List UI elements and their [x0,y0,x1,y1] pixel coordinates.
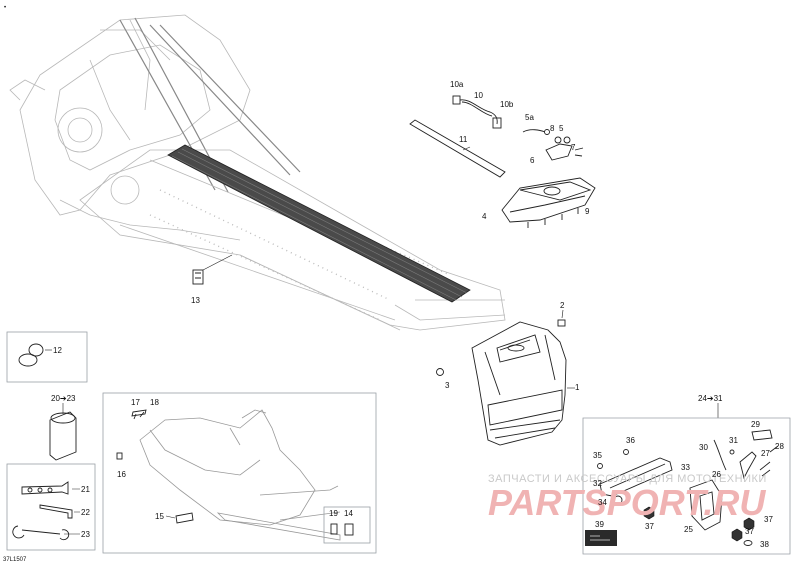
callout-26: 26 [712,470,721,479]
figure-code: 37L1507 [3,557,27,563]
watermark: ЗАПЧАСТИ И АКСЕССУАРЫ ДЛЯ МОТОТЕХНИКИ PA… [488,473,767,523]
callout-12: 12 [53,346,62,355]
callout-13: 13 [191,296,200,305]
callout-39: 39 [595,520,604,529]
callout-5a: 5a [525,113,534,122]
callout-36: 36 [626,436,635,445]
watermark-caption: ЗАПЧАСТИ И АКСЕССУАРЫ ДЛЯ МОТОТЕХНИКИ [488,473,767,485]
callout-10a: 10a [450,80,464,89]
callout-34: 34 [598,498,607,507]
chassis-frame-illustration [9,14,506,331]
rear-snowflap: SKI-DOO [436,309,575,446]
box-tools-20-23 [6,403,96,551]
callout-21: 21 [81,485,90,494]
callout-32: 32 [593,479,602,488]
callout-19: 19 [329,509,338,518]
callout-25: 25 [684,525,693,534]
callout-28: 28 [775,442,784,451]
box-sled-overview [102,392,377,554]
callout-18: 18 [150,398,159,407]
callout-37b: 37 [645,522,654,531]
watermark-logo: PARTSPORT.RU [488,482,766,523]
running-board-strip [167,144,471,303]
callout-3: 3 [445,381,450,390]
callout-22: 22 [81,508,90,517]
callout-23: 23 [81,530,90,539]
callout-5: 5 [559,124,564,133]
taillight-assembly [409,95,596,228]
callout-16: 16 [117,470,126,479]
callout-20-23: 20➔23 [51,394,76,403]
callout-15: 15 [155,512,164,521]
corner-mark: • [4,5,6,11]
rear-flap-logo: SKI-DOO [502,402,546,422]
callout-10b: 10b [500,100,514,109]
box-item-12 [6,331,88,383]
callout-4: 4 [482,212,487,221]
callout-37a: 37 [764,515,773,524]
callout-38: 38 [760,540,769,549]
callout-6: 6 [530,156,535,165]
callout-9: 9 [585,207,590,216]
callout-37c: 37 [745,527,754,536]
callout-1: 1 [575,383,580,392]
callout-35: 35 [593,451,602,460]
callout-8: 8 [550,124,555,133]
callout-7: 7 [571,143,576,152]
callout-17: 17 [131,398,140,407]
callout-14: 14 [344,509,353,518]
box-hitch-24-31 [582,403,791,555]
callout-33: 33 [681,463,690,472]
callout-24-31: 24➔31 [698,394,723,403]
callout-2: 2 [560,301,565,310]
callout-30: 30 [699,443,708,452]
callout-11: 11 [459,135,468,144]
callout-10: 10 [474,91,483,100]
callout-labels: 10a 10 10b 5a 8 5 11 7 6 4 9 13 2 3 1 12… [3,80,784,563]
callout-31: 31 [729,436,738,445]
callout-29: 29 [751,420,760,429]
callout-27: 27 [761,449,770,458]
taillight-housing [501,177,596,223]
